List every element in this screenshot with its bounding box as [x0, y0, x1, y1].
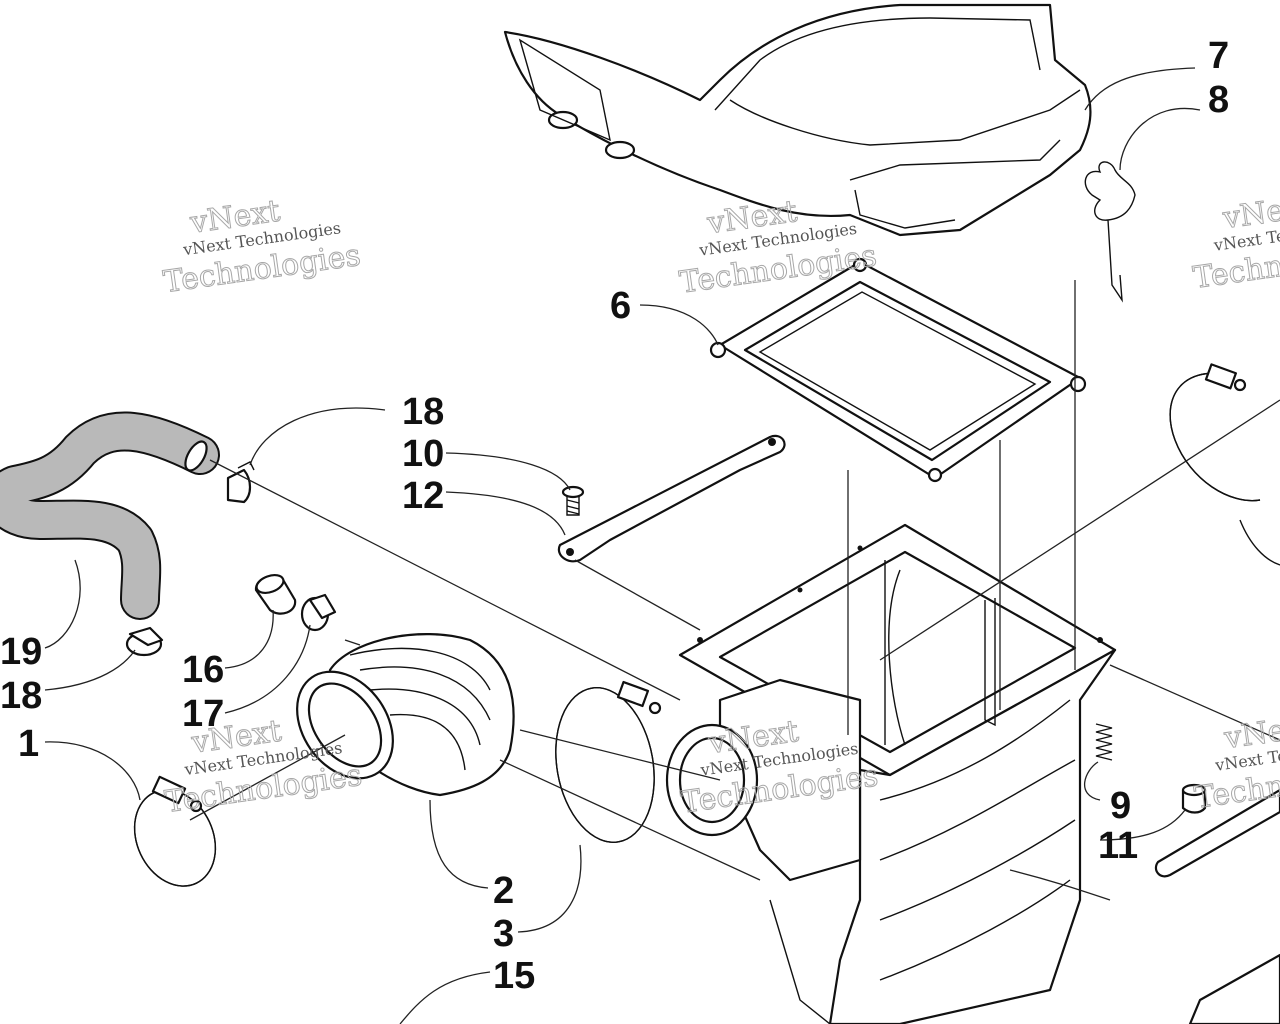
- small-clamp-lower-part: [125, 626, 164, 657]
- callout-16: 16: [182, 649, 224, 691]
- bracket-strip-part: [557, 434, 786, 563]
- watermark-right-top: vNe vNext Te Techno: [1191, 193, 1280, 297]
- small-clamp-17-part: [300, 593, 337, 632]
- watermark-right-bottom: vNe vNext Te Techno: [1192, 712, 1280, 816]
- callout-3: 3: [493, 913, 514, 955]
- hose-clamp-right-part: [1169, 363, 1280, 566]
- callout-labels: 7 8 6 18 10 12 19 18 16 17 1 2 3 15 9 11: [0, 35, 1229, 997]
- lower-bracket-part: [1188, 953, 1280, 1024]
- callout-18: 18: [402, 391, 444, 433]
- leader-lines: [44, 67, 1201, 1024]
- hose-clamp-3-part: [555, 680, 662, 843]
- callout-2: 2: [493, 870, 514, 912]
- callout-12: 12: [402, 475, 444, 517]
- callout-15: 15: [493, 955, 535, 997]
- watermark-text: vNe: [1220, 193, 1280, 236]
- grommet-part: [1181, 783, 1207, 814]
- bracket-strip-right-part: [1154, 788, 1280, 878]
- watermark-text: Techno: [1191, 246, 1280, 296]
- callout-19: 19: [0, 631, 42, 673]
- callout-6: 6: [610, 285, 631, 327]
- callout-1: 1: [18, 723, 39, 765]
- intake-boot-part: [296, 633, 515, 797]
- wire-clip-part: [1084, 161, 1136, 303]
- vent-cap-part: [254, 573, 297, 615]
- callout-7: 7: [1208, 35, 1229, 77]
- spring-part: [1095, 723, 1113, 761]
- callout-10: 10: [402, 433, 444, 475]
- assembly-lines: [189, 280, 1280, 881]
- callout-17: 17: [182, 693, 224, 735]
- watermark-left-top: vNext vNext Technologies Technologies: [161, 193, 363, 301]
- gasket-frame-part: [709, 257, 1087, 483]
- coolant-hose-part: [0, 411, 220, 620]
- airbox-housing-part: [665, 523, 1117, 1024]
- intake-duct-part: [503, 3, 1092, 237]
- callout-18-lower: 18: [0, 675, 42, 717]
- screw-part: [561, 485, 585, 516]
- callout-11: 11: [1098, 825, 1138, 867]
- hose-clamp-1-part: [133, 775, 217, 887]
- watermark-text: vNe: [1221, 713, 1280, 756]
- callout-8: 8: [1208, 79, 1229, 121]
- callout-9: 9: [1110, 785, 1131, 827]
- small-clamp-part: [226, 461, 255, 504]
